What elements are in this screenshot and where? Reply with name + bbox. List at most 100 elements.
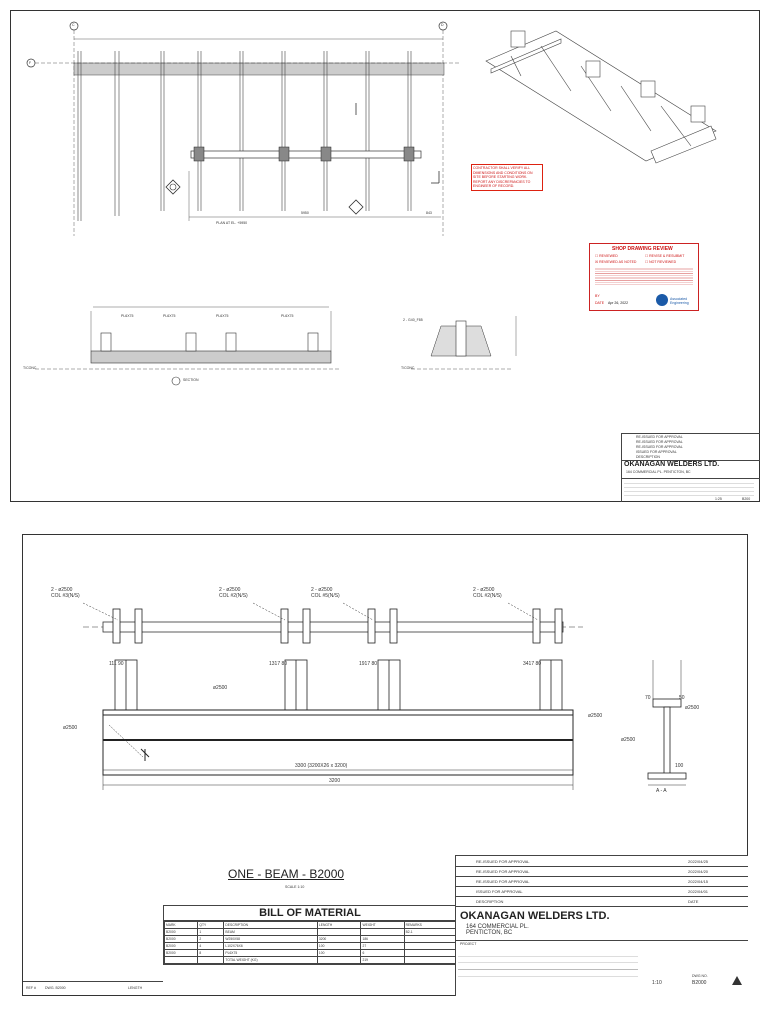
- title-block-2: RE-ISSUED FOR APPROVAL RE-ISSUED FOR APP…: [455, 855, 748, 996]
- weld-label: ø2500: [63, 725, 78, 731]
- ref-label: REF #: [26, 986, 36, 990]
- revision-row: DESCRIPTION: [636, 455, 660, 459]
- drawing-sheet-1: PLAN AT EL. +5950 5950 843 C D F T/CONC …: [10, 10, 760, 502]
- contractor-note: CONTRACTOR SHALL VERIFY ALL DIMENSIONS A…: [471, 164, 543, 191]
- callout-3: 2 - ø2500 COL #5(N/S): [311, 587, 340, 599]
- revision-date: 2022/04/25: [688, 859, 709, 864]
- review-title: SHOP DRAWING REVIEW: [612, 246, 673, 252]
- bom-table: MARK QTY DESCRIPTION LENGTH WEIGHT REMAR…: [163, 921, 457, 964]
- weld-label: ø2500: [213, 685, 228, 691]
- review-date-value: Apr 26, 2022: [608, 301, 629, 305]
- revision-date: DATE: [688, 899, 699, 904]
- shop-drawing-review-stamp: SHOP DRAWING REVIEW ☐ REVIEWED ☐ REVISE …: [589, 243, 699, 311]
- section-dim: 100: [675, 763, 684, 769]
- company-address: 164 COMMERCIAL PL. PENTICTON, BC: [626, 470, 691, 474]
- section-dim: ø2500: [685, 705, 700, 711]
- revision-row: RE-ISSUED FOR APPROVAL: [636, 445, 683, 449]
- beam-tag: PL6X75: [216, 314, 229, 318]
- review-option: ☐ REVISE & RESUBMIT: [645, 254, 685, 258]
- section-dim: 70: [645, 695, 651, 701]
- section-b-label: 2 - G40_F85: [403, 318, 423, 322]
- bom-header: QTY: [197, 921, 225, 929]
- company-address: 164 COMMERCIAL PL. PENTICTON, BC: [466, 924, 529, 936]
- review-date-label: DATE: [595, 301, 605, 305]
- main-dimension: 3300 (3200X26 x 3200): [295, 763, 348, 769]
- drawing-number: B200: [742, 497, 751, 501]
- title-block-1: RE-ISSUED FOR APPROVAL RE-ISSUED FOR APP…: [621, 433, 760, 502]
- drawing-number: B2000: [692, 980, 707, 986]
- beam-tag: PL6X75: [121, 314, 134, 318]
- project-label: PROJECT: [460, 942, 477, 946]
- post-dim: 1317 80: [269, 661, 288, 667]
- plan-note: PLAN AT EL. +5950: [216, 221, 248, 225]
- revision-triangle-icon: [732, 976, 742, 985]
- title-block-lines: [624, 480, 754, 496]
- drawing-sheet-2: 2 - ø2500 COL #3(N/S) 2 - ø2500 COL #2(N…: [22, 534, 748, 996]
- company-name: OKANAGAN WELDERS LTD.: [460, 910, 610, 922]
- ref-length: LENGTH: [128, 986, 143, 990]
- grid-marker-c: C: [72, 23, 75, 27]
- revision-row: RE-ISSUED FOR APPROVAL: [476, 859, 530, 864]
- grid-marker-d: D: [441, 23, 444, 27]
- title-block-lines: [458, 950, 638, 980]
- beam-tag: PL6X75: [281, 314, 294, 318]
- beam-detail-drawing: [82, 602, 687, 790]
- company-name: OKANAGAN WELDERS LTD.: [624, 461, 720, 468]
- scale: 1:25: [715, 497, 722, 501]
- bom-header: REMARKS: [403, 921, 457, 929]
- drawing-label: DWG NO.: [692, 974, 708, 978]
- post-dim: 3417 80: [523, 661, 542, 667]
- bom-header: WEIGHT: [360, 921, 405, 929]
- post-dim: 1917 80: [359, 661, 378, 667]
- section-dim: ø2500: [621, 737, 636, 743]
- revision-date: 2022/04/20: [688, 869, 709, 874]
- revision-row: RE-ISSUED FOR APPROVAL: [636, 435, 683, 439]
- plan-drawing: [26, 21, 717, 386]
- section-label: SECTION: [183, 378, 199, 382]
- dim-side: 843: [426, 211, 432, 215]
- callout-4: 2 - ø2500 COL #2(N/S): [473, 587, 502, 599]
- callout-2: 2 - ø2500 COL #2(N/S): [219, 587, 248, 599]
- review-logo-text: Associated Engineering: [670, 297, 689, 305]
- grid-marker-f: F: [29, 61, 32, 65]
- dim-bottom: 5950: [301, 211, 309, 215]
- weld-label: ø2500: [588, 713, 603, 719]
- review-option: ☐ REVIEWED: [595, 254, 618, 258]
- total-dimension: 3200: [329, 778, 341, 784]
- bom-header: MARK: [163, 921, 199, 929]
- beam-title: ONE - BEAM - B2000: [228, 867, 345, 881]
- revision-row: ISSUED FOR APPROVAL: [476, 889, 523, 894]
- review-option: ☐ NOT REVIEWED: [645, 260, 677, 264]
- revision-row: RE-ISSUED FOR APPROVAL: [476, 869, 530, 874]
- callout-1: 2 - ø2500 COL #3(N/S): [51, 587, 80, 599]
- bom-title: BILL OF MATERIAL: [164, 906, 456, 921]
- bom-header-row: MARK QTY DESCRIPTION LENGTH WEIGHT REMAR…: [163, 921, 457, 929]
- beam-tag: PL6X75: [163, 314, 176, 318]
- table-row: TOTAL WEIGHT (KG)219: [163, 956, 457, 964]
- revision-row: ISSUED FOR APPROVAL: [636, 450, 677, 454]
- revision-row: RE-ISSUED FOR APPROVAL: [636, 440, 683, 444]
- bom-header: LENGTH: [316, 921, 362, 929]
- section-aa-label: A - A: [656, 788, 667, 794]
- elevation-label-right: T/CONC: [401, 366, 415, 370]
- revision-row: RE-ISSUED FOR APPROVAL: [476, 879, 530, 884]
- scale: 1:10: [652, 980, 662, 986]
- bom-header: DESCRIPTION: [223, 921, 318, 929]
- associated-engineering-logo-icon: [656, 294, 668, 306]
- revision-date: 2022/04/01: [688, 889, 709, 894]
- bill-of-material: BILL OF MATERIAL MARK QTY DESCRIPTION LE…: [163, 905, 457, 965]
- ref-drawing: DWG. B2000: [45, 986, 66, 990]
- post-dim: 111 90: [109, 661, 124, 667]
- section-dim: 50: [679, 695, 685, 701]
- scale-note: SCALE 1:10: [285, 885, 305, 889]
- review-fineprint: [595, 267, 693, 285]
- review-by-label: BY: [595, 294, 600, 298]
- revision-date: 2022/04/15: [688, 879, 709, 884]
- revision-row: DESCRIPTION: [476, 899, 504, 904]
- bottom-strip: REF # DWG. B2000 LENGTH: [23, 981, 163, 996]
- review-option: ☒ REVIEWED AS NOTED: [595, 260, 637, 264]
